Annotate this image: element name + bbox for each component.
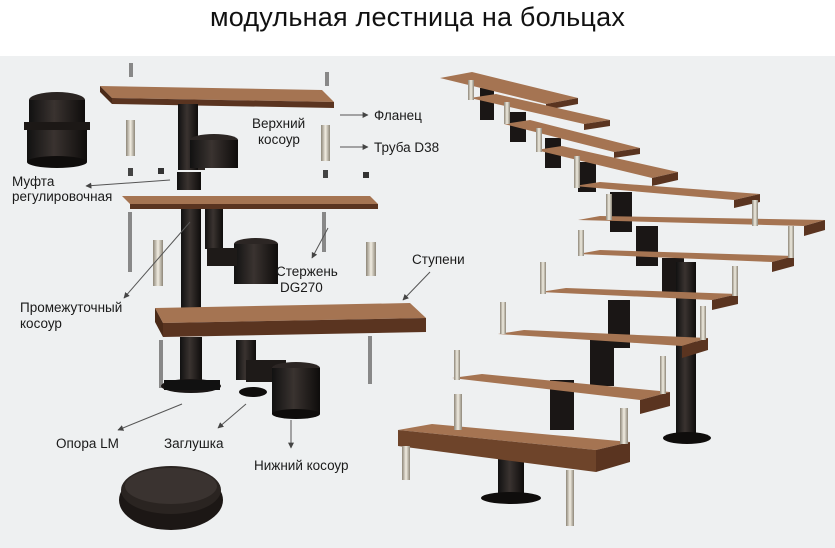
middle-step-board (122, 196, 378, 209)
tube-right (366, 242, 376, 276)
label-upper-stringer-2: косоур (258, 132, 300, 147)
rod-right (322, 212, 326, 252)
leader-lines (85, 112, 431, 449)
rod-low-left (159, 340, 163, 388)
label-truba: Труба D38 (374, 140, 440, 155)
label-mufta-1: Муфта (12, 174, 55, 189)
top-step-board (100, 86, 334, 108)
end-cap-part (119, 466, 223, 530)
label-upper-stringer-1: Верхний (252, 116, 306, 131)
page-title: модульная лестница на больцах (209, 2, 626, 32)
label-sterzhen-2: DG270 (280, 280, 323, 295)
label-intermediate-stringer-2: косоур (20, 316, 62, 331)
lower-stringer (161, 337, 320, 419)
assembled-staircase (398, 72, 825, 526)
rod-left (128, 212, 132, 272)
label-sterzhen-1: Стержень (276, 264, 338, 279)
label-flanets: Фланец (374, 108, 422, 123)
middle-stringer (181, 209, 278, 311)
label-zaglushka: Заглушка (164, 436, 224, 451)
tube-left (153, 240, 163, 286)
label-intermediate-stringer-1: Промежуточный (20, 300, 123, 315)
label-opora: Опора LM (56, 436, 119, 451)
pins (126, 63, 369, 178)
label-lower-stringer: Нижний косоур (254, 458, 349, 473)
rod-low-right (368, 336, 372, 384)
upper-stringer (177, 104, 238, 190)
lower-step-board (155, 303, 426, 337)
label-mufta-2: регулировочная (12, 189, 113, 204)
label-stupeni: Ступени (412, 252, 465, 267)
coupling-part (24, 92, 90, 168)
